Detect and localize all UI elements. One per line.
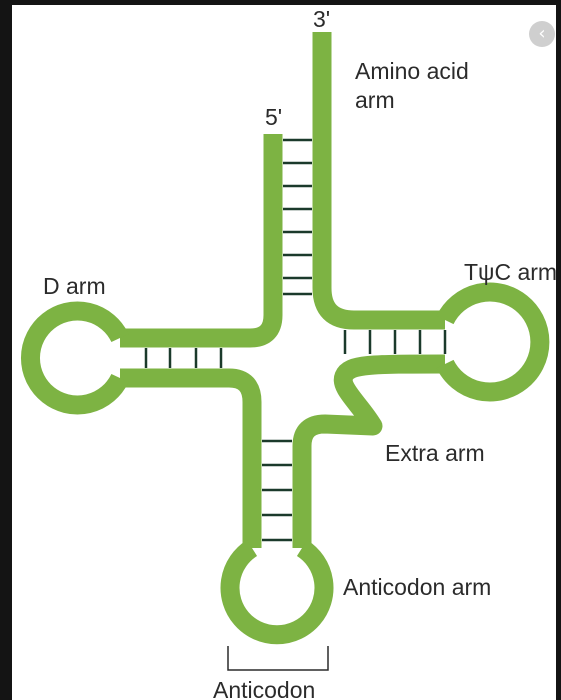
d-arm-label: D arm [43,273,106,299]
anticodon-arm-label: Anticodon arm [343,574,491,600]
tpsic-loop [445,292,540,392]
amino-acid-arm-label-line1: Amino acid [355,58,469,84]
chevron-left-icon: ‹ [538,23,545,44]
anticodon-label: Anticodon [213,677,315,700]
extra-arm-label: Extra arm [385,440,485,466]
three-prime-label: 3' [313,6,330,32]
amino-acid-arm-label-line2: arm [355,87,395,113]
d-loop [30,311,120,405]
anticodon-bracket [228,646,328,670]
five-prime-label: 5' [265,104,282,130]
tpsic-arm-label: TψC arm [464,259,557,285]
back-button[interactable]: ‹ [529,21,555,47]
anticodon-loop [230,548,324,635]
